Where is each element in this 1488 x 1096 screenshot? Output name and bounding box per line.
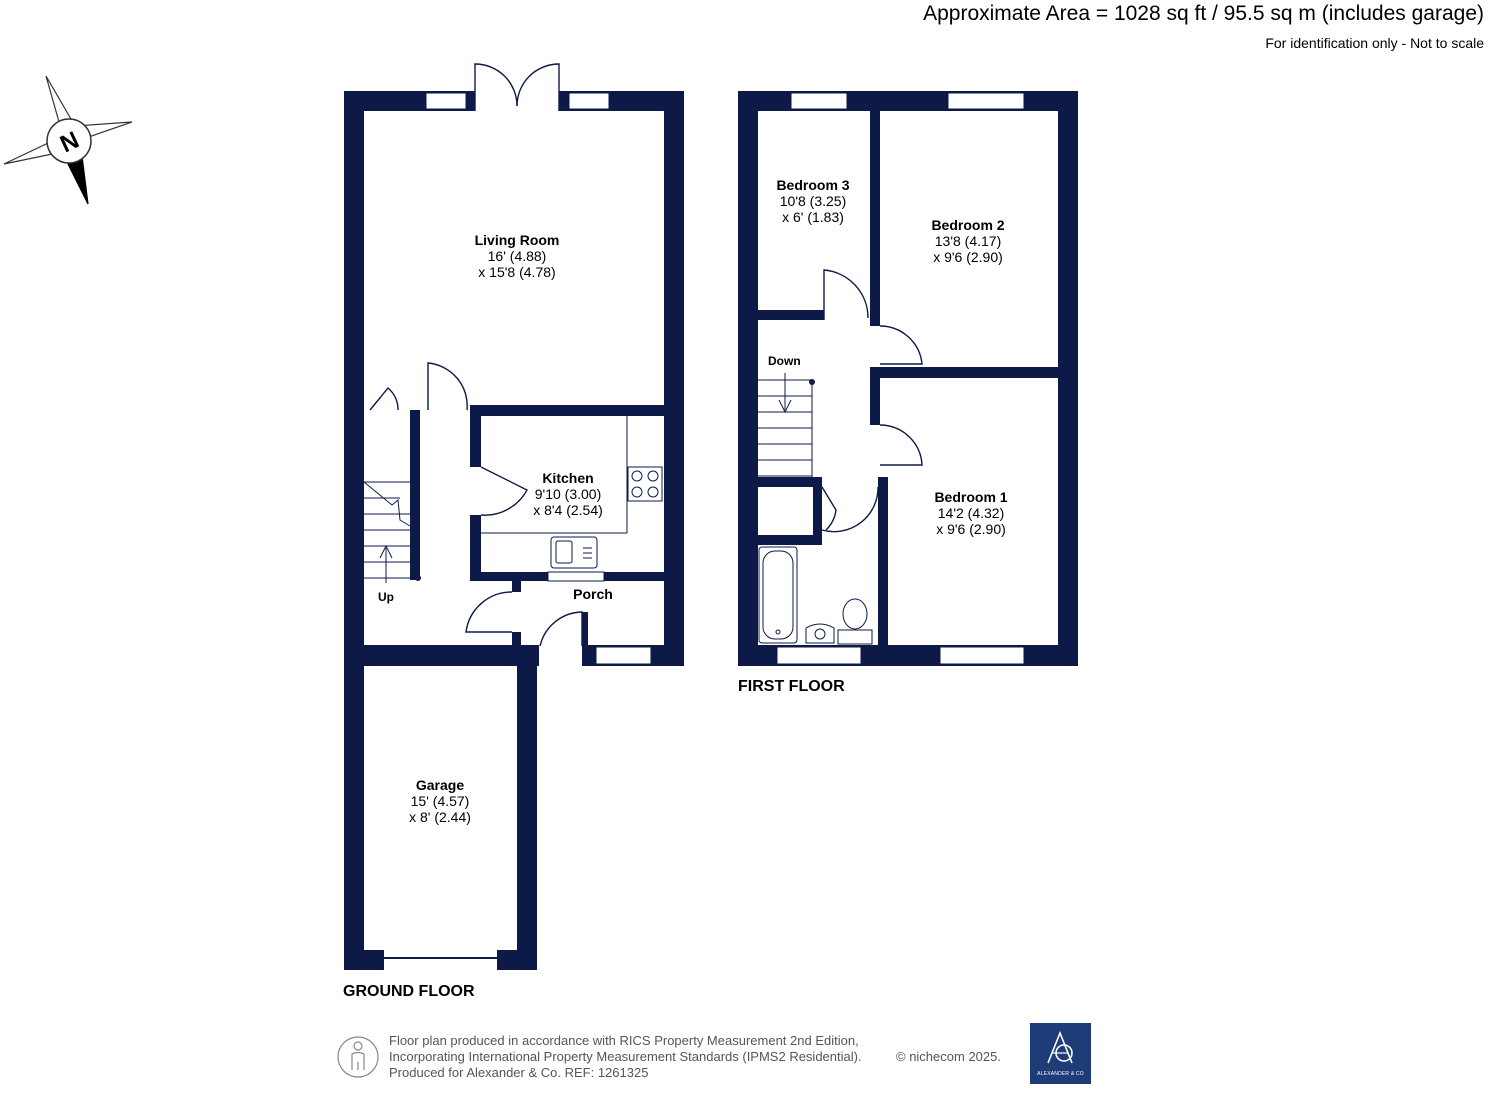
footer-text: Floor plan produced in accordance with R… [389,1033,862,1080]
room-living: Living Room 16' (4.88) x 15'8 (4.78) [474,232,560,280]
wall [344,666,364,970]
wall [512,632,521,646]
stairs-down-label: Down [768,354,801,368]
door-swing [369,387,399,411]
door-swing [539,611,583,647]
alexander-co-logo: ALEXANDER & CO [1030,1023,1091,1084]
door-swing [465,591,513,633]
door-swing [879,424,923,466]
window [939,646,1025,665]
wall [664,91,684,666]
basin-icon [805,623,835,644]
wall [758,310,824,320]
toilet-icon [842,598,868,630]
wall [470,515,481,580]
stairs-up-label: Up [378,590,394,604]
copyright-text: © nichecom 2025. [896,1049,1001,1064]
room-bedroom-3: Bedroom 3 10'8 (3.25) x 6' (1.83) [776,177,850,225]
sink-icon [550,536,598,569]
wall [758,477,822,487]
door-swing [480,466,528,516]
wall [470,405,481,467]
hob-icon [627,466,663,502]
door-swing [516,63,560,111]
window [947,92,1025,110]
door-swing [821,486,837,531]
room-porch: Porch [573,586,613,602]
wall [758,535,822,545]
window [790,92,848,110]
first-floor-label: FIRST FLOOR [738,678,845,695]
wall [870,367,1058,378]
room-bedroom-1: Bedroom 1 14'2 (4.32) x 9'6 (2.90) [934,489,1008,537]
door-swing [427,362,468,411]
wall [582,612,588,646]
toilet-cistern-icon [837,629,873,645]
room-kitchen: Kitchen 9'10 (3.00) x 8'4 (2.54) [533,470,603,518]
wall [344,950,384,970]
logo-mark-icon [1047,1030,1073,1064]
wall [813,477,822,545]
window [425,92,467,110]
approximate-area: Approximate Area = 1028 sq ft / 95.5 sq … [923,2,1484,25]
wall [870,111,880,326]
identification-note: For identification only - Not to scale [1265,35,1484,51]
wall [410,410,420,580]
wall [1058,91,1078,666]
wall [497,950,537,970]
wall [870,367,880,425]
compass-icon: N [3,75,133,205]
door-swing [823,269,869,320]
wall [512,580,521,592]
room-bedroom-2: Bedroom 2 13'8 (4.17) x 9'6 (2.90) [931,217,1005,265]
wall [344,645,539,666]
door-swing [879,325,923,365]
wall [517,666,537,970]
door-swing [474,63,518,111]
wall [344,91,364,666]
wall [738,91,758,666]
window [568,92,610,110]
wall [470,405,664,416]
wall [344,405,364,415]
room-garage: Garage 15' (4.57) x 8' (2.44) [409,777,471,825]
window [776,646,862,665]
wall [738,91,1078,111]
ground-floor-label: GROUND FLOOR [343,983,475,1000]
logo-text: ALEXANDER & CO [1037,1071,1084,1077]
window [547,571,605,582]
window [595,646,652,665]
person-icon [337,1036,379,1078]
wall [878,477,888,647]
door-swing [821,486,879,533]
garage-door-opening [384,952,497,968]
bath-icon [758,546,798,644]
